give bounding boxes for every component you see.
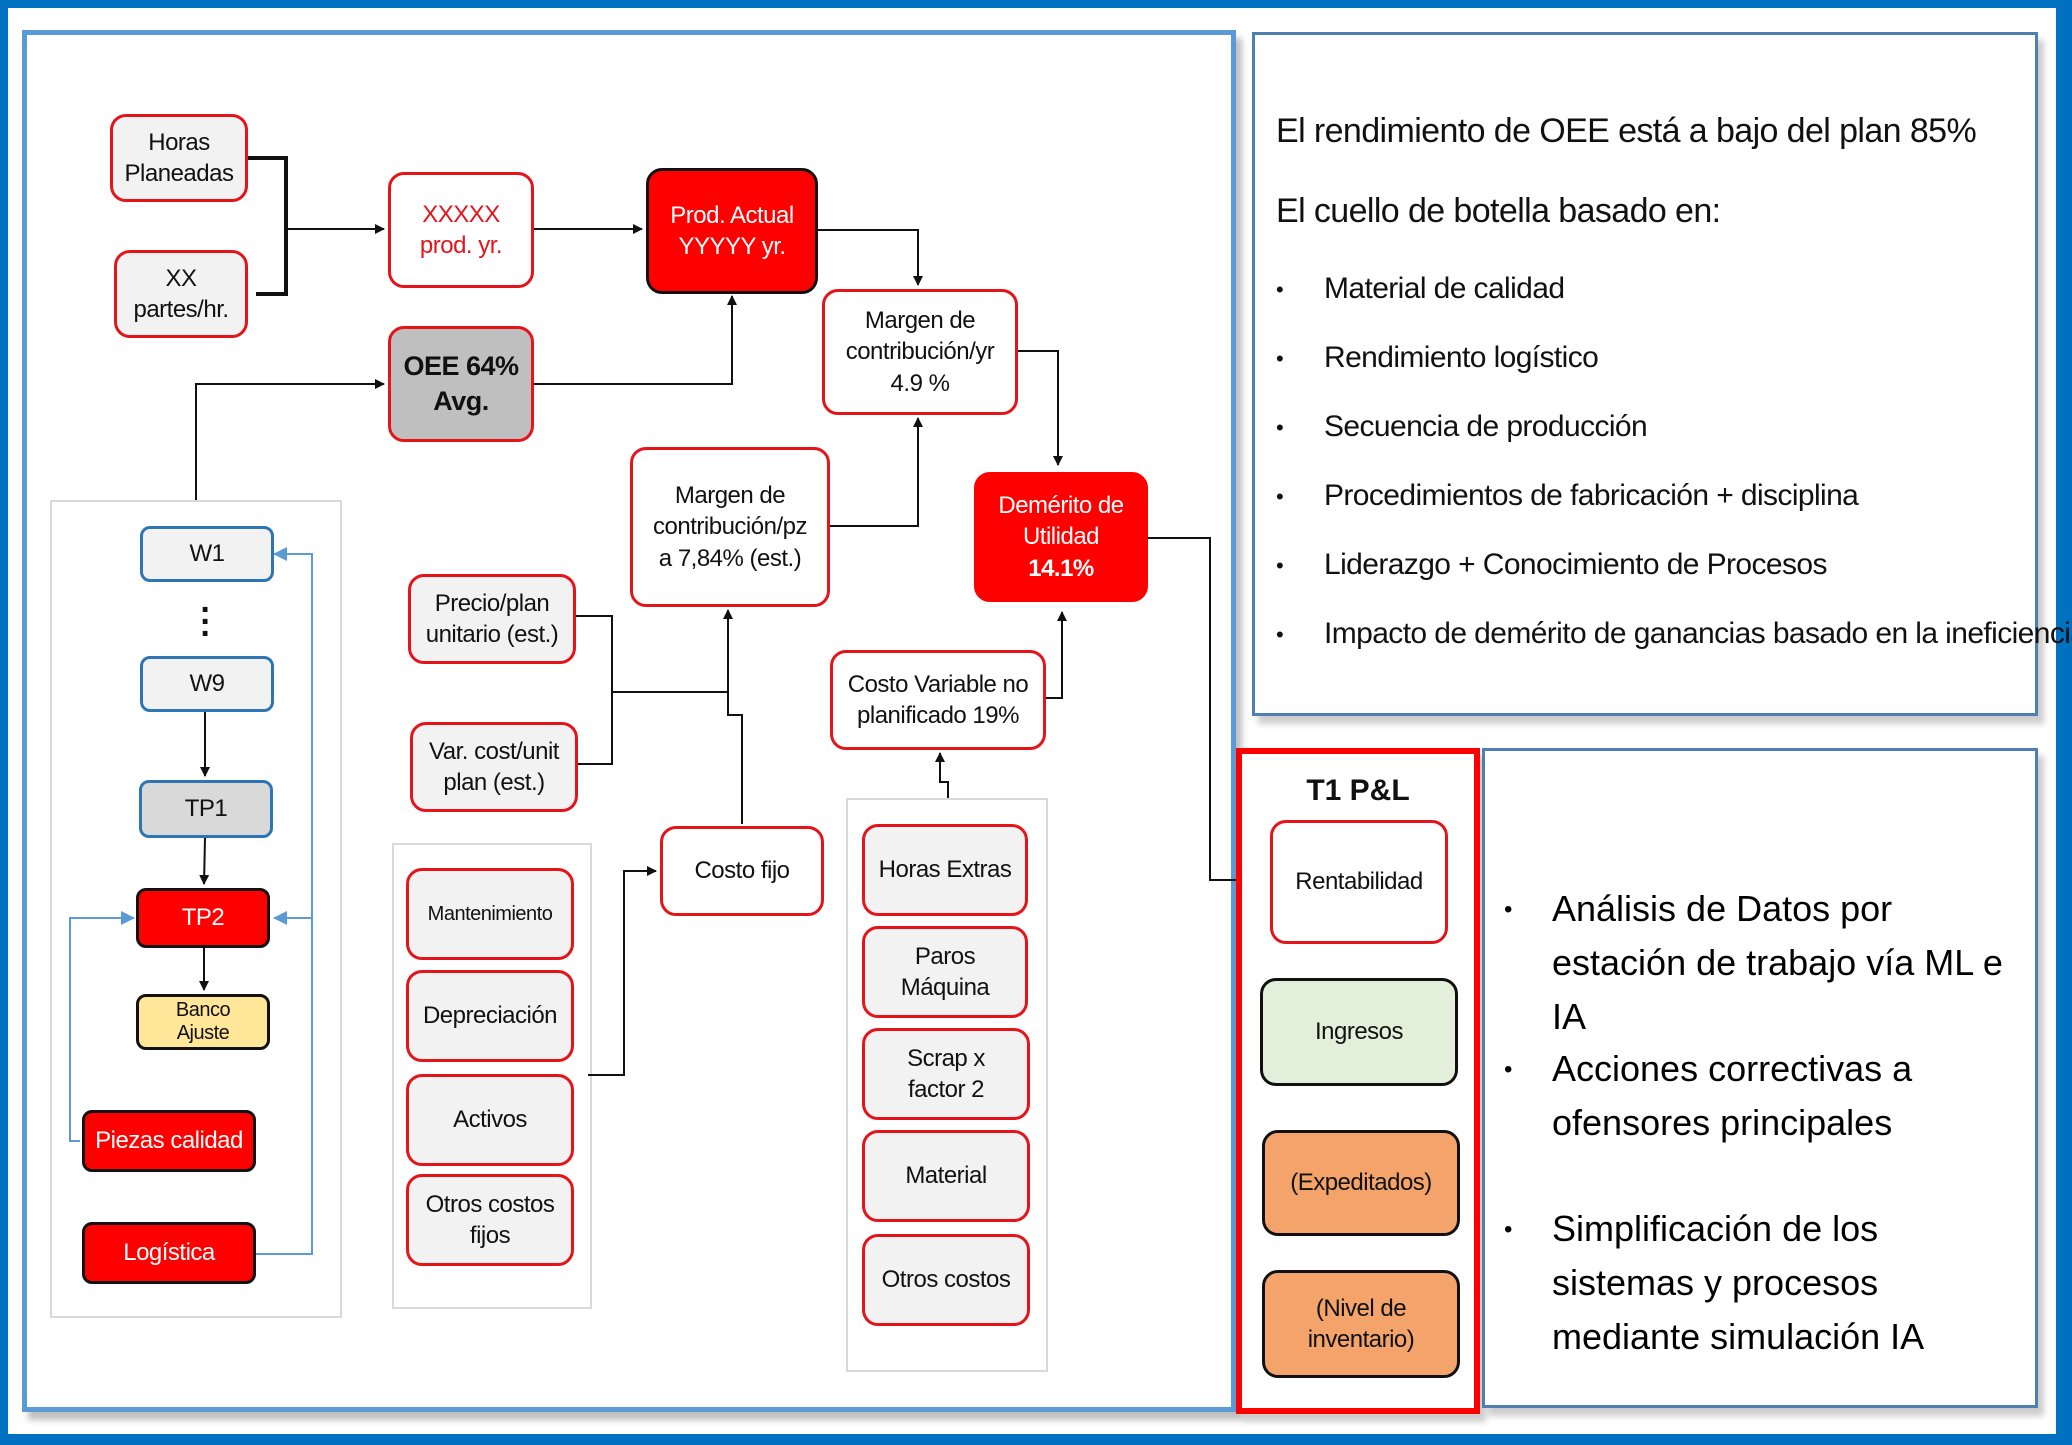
income-node: Ingresos: [1260, 978, 1458, 1086]
bullet-icon: •: [1276, 346, 1284, 371]
unplanned-var-cost-node: Costo Variable no planificado 19%: [830, 650, 1046, 750]
profit-demerit-node: Demérito de Utilidad 14.1%: [974, 472, 1148, 602]
findings-bullet-text: Rendimiento logístico: [1324, 341, 1599, 374]
findings-bullet-text: Material de calidad: [1324, 272, 1565, 305]
logistics-node: Logística: [82, 1222, 256, 1284]
vertical-ellipsis-icon: ···: [200, 591, 212, 653]
profitability-node: Rentabilidad: [1270, 820, 1448, 944]
findings-bullet-text: Secuencia de producción: [1324, 410, 1648, 443]
pl-title: T1 P&L: [1306, 774, 1410, 807]
variable-cost-item: Horas Extras: [862, 824, 1028, 916]
bullet-icon: •: [1276, 622, 1284, 647]
action-bullet-text: Análisis de Datos por estación de trabaj…: [1552, 888, 2003, 1037]
fixed-cost-item: Mantenimiento: [406, 868, 574, 960]
variable-cost-item: Otros costos: [862, 1234, 1030, 1326]
actions-panel: [1482, 748, 2038, 1408]
margin-piece-node: Margen de contribución/pz a 7,84% (est.): [630, 447, 830, 607]
findings-bullet: • Impacto de demérito de ganancias basado…: [1276, 617, 2072, 653]
bullet-icon: •: [1276, 553, 1284, 578]
bullet-icon: •: [1276, 415, 1284, 440]
oee-node: OEE 64% Avg.: [388, 326, 534, 442]
findings-panel: [1252, 32, 2038, 716]
station-w1: W1: [140, 526, 274, 582]
variable-cost-item: Scrap x factor 2: [862, 1028, 1030, 1120]
findings-oee-statement: El rendimiento de OEE está a bajo del pl…: [1276, 112, 1977, 150]
findings-bullet: • Liderazgo + Conocimiento de Procesos: [1276, 548, 1827, 584]
planned-hours-node: Horas Planeadas: [110, 114, 248, 202]
bank-adjust-node: Banco Ajuste: [136, 994, 270, 1050]
action-bullet-text: Acciones correctivas a ofensores princip…: [1552, 1048, 1913, 1143]
unit-price-node: Precio/plan unitario (est.): [408, 574, 576, 664]
station-tp2: TP2: [136, 888, 270, 948]
prod-year-node: XXXXX prod. yr.: [388, 172, 534, 288]
findings-bullet: • Procedimientos de fabricación + discipl…: [1276, 479, 1859, 515]
findings-bottleneck-heading: El cuello de botella basado en:: [1276, 192, 1721, 230]
bullet-icon: •: [1504, 1056, 1513, 1083]
quality-parts-node: Piezas calidad: [82, 1110, 256, 1172]
variable-cost-item: Material: [862, 1130, 1030, 1222]
findings-bullet-text: Procedimientos de fabricación + discipli…: [1324, 479, 1859, 512]
var-cost-node: Var. cost/unit plan (est.): [410, 722, 578, 812]
action-bullet: • Análisis de Datos por estación de traba…: [1504, 882, 2004, 1044]
station-w9: W9: [140, 656, 274, 712]
findings-bullet: • Material de calidad: [1276, 272, 1565, 308]
fixed-cost-item: Otros costos fijos: [406, 1174, 574, 1266]
parts-per-hour-node: XX partes/hr.: [114, 250, 248, 338]
action-bullet: • Acciones correctivas a ofensores princi…: [1504, 1042, 2004, 1150]
bullet-icon: •: [1276, 484, 1284, 509]
bullet-icon: •: [1504, 1216, 1513, 1243]
profit-demerit-label: Demérito de Utilidad: [998, 492, 1124, 551]
fixed-cost-node: Costo fijo: [660, 826, 824, 916]
bullet-icon: •: [1276, 277, 1284, 302]
actual-prod-node: Prod. Actual YYYYY yr.: [646, 168, 818, 294]
inventory-level-node: (Nivel de inventario): [1262, 1270, 1460, 1378]
fixed-cost-item: Depreciación: [406, 970, 574, 1062]
fixed-cost-item: Activos: [406, 1074, 574, 1166]
station-tp1: TP1: [139, 780, 273, 838]
findings-bullet: • Rendimiento logístico: [1276, 341, 1599, 377]
bullet-icon: •: [1504, 896, 1513, 923]
action-bullet-text: Simplificación de los sistemas y proceso…: [1552, 1208, 1925, 1357]
profit-demerit-value: 14.1%: [1028, 554, 1094, 582]
expedited-node: (Expeditados): [1262, 1130, 1460, 1236]
findings-bullet-text: Liderazgo + Conocimiento de Procesos: [1324, 548, 1827, 581]
margin-year-node: Margen de contribución/yr 4.9 %: [822, 289, 1018, 415]
findings-bullet: • Secuencia de producción: [1276, 410, 1648, 446]
action-bullet: • Simplificación de los sistemas y proces…: [1504, 1202, 2004, 1364]
findings-bullet-text: Impacto de demérito de ganancias basado …: [1324, 617, 2072, 650]
variable-cost-item: Paros Máquina: [862, 926, 1028, 1018]
